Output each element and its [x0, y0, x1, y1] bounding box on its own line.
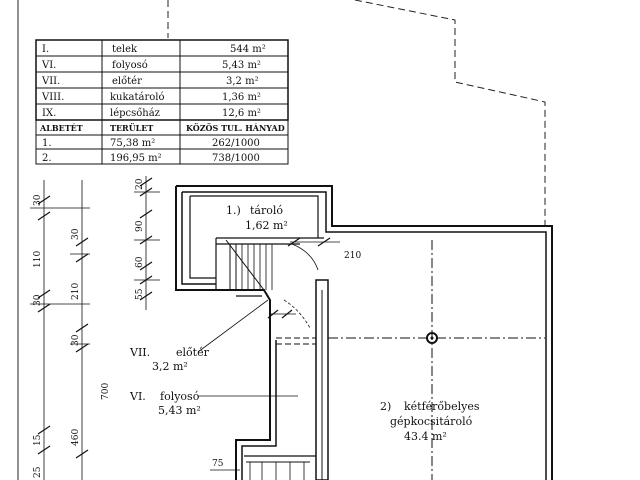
table-row-no: VII.: [41, 76, 60, 87]
table-header-unit: ALBETÉT: [39, 123, 83, 133]
table-row-value: 3,2 m²: [226, 76, 259, 87]
table-row-no: I.: [42, 44, 49, 55]
table-unit-no: 1.: [42, 138, 52, 149]
walls: [175, 185, 553, 480]
table-unit-no: 2.: [42, 153, 52, 164]
table-row-value: 1,36 m²: [222, 92, 261, 103]
lobby-number: VII.: [129, 346, 150, 359]
lobby-area: 3,2 m²: [152, 360, 188, 373]
dim-label: 30: [71, 228, 81, 240]
table-row-name: előtér: [112, 76, 142, 87]
room-labels: 1.) tároló 1,62 m² VII. előtér 3,2 m² VI…: [129, 204, 480, 443]
dim-label: 30: [71, 334, 81, 346]
dimension-labels: 30 110 30 15 25 30 210 30 700 460 20 90 …: [33, 178, 361, 478]
dim-label: 15: [33, 434, 43, 446]
dim-label: 20: [135, 178, 145, 190]
dim-label: 110: [33, 251, 43, 268]
garage-name: kétférőbelyes: [404, 400, 480, 413]
dim-label: 210: [71, 283, 81, 300]
dim-label: 55: [135, 288, 145, 300]
dim-label: 60: [135, 256, 145, 268]
dim-label: 30: [33, 194, 43, 206]
storage-room-area: 1,62 m²: [245, 219, 288, 232]
table-header-area: TERÜLET: [110, 123, 153, 133]
dim-label: 700: [101, 383, 111, 400]
dim-label: 210: [344, 251, 361, 261]
dim-label: 75: [212, 459, 224, 469]
garage-name-line2: gépkocsitároló: [390, 415, 473, 428]
dim-label: 30: [33, 294, 43, 306]
table-row-name: telek: [112, 44, 138, 55]
table-unit-area: 196,95 m²: [110, 153, 162, 164]
dim-label: 90: [135, 220, 145, 232]
table-unit-share: 738/1000: [212, 153, 260, 164]
storage-room-name: tároló: [250, 204, 283, 217]
storage-room-number: 1.): [226, 204, 241, 217]
table-unit-area: 75,38 m²: [110, 138, 155, 149]
table-unit-share: 262/1000: [212, 138, 260, 149]
table-row-no: IX.: [42, 108, 56, 119]
area-table: [35, 39, 289, 165]
table-header-share: KÖZÖS TUL. HÁNYAD: [186, 123, 285, 133]
table-text: I. telek 544 m² VI. folyosó 5,43 m² VII.…: [39, 44, 285, 164]
garage-area: 43.4 m²: [404, 430, 447, 443]
property-boundary: [167, 0, 546, 230]
lobby-name: előtér: [176, 346, 210, 359]
column-marker: [426, 332, 438, 344]
garage-number: 2): [380, 400, 391, 413]
dim-label: 460: [71, 429, 81, 446]
dim-label: 25: [33, 466, 43, 478]
table-row-value: 5,43 m²: [222, 60, 261, 71]
table-row-no: VIII.: [41, 92, 64, 103]
corridor-number: VI.: [129, 390, 146, 403]
corridor-area: 5,43 m²: [158, 404, 201, 417]
table-row-name: kukatároló: [110, 92, 165, 103]
table-row-name: folyosó: [112, 60, 148, 71]
table-row-value: 544 m²: [230, 44, 266, 55]
table-row-no: VI.: [41, 60, 56, 71]
table-row-name: lépcsőház: [110, 108, 160, 119]
dimension-lines: [30, 176, 340, 480]
table-row-value: 12,6 m²: [222, 108, 261, 119]
corridor-name: folyosó: [160, 390, 200, 403]
